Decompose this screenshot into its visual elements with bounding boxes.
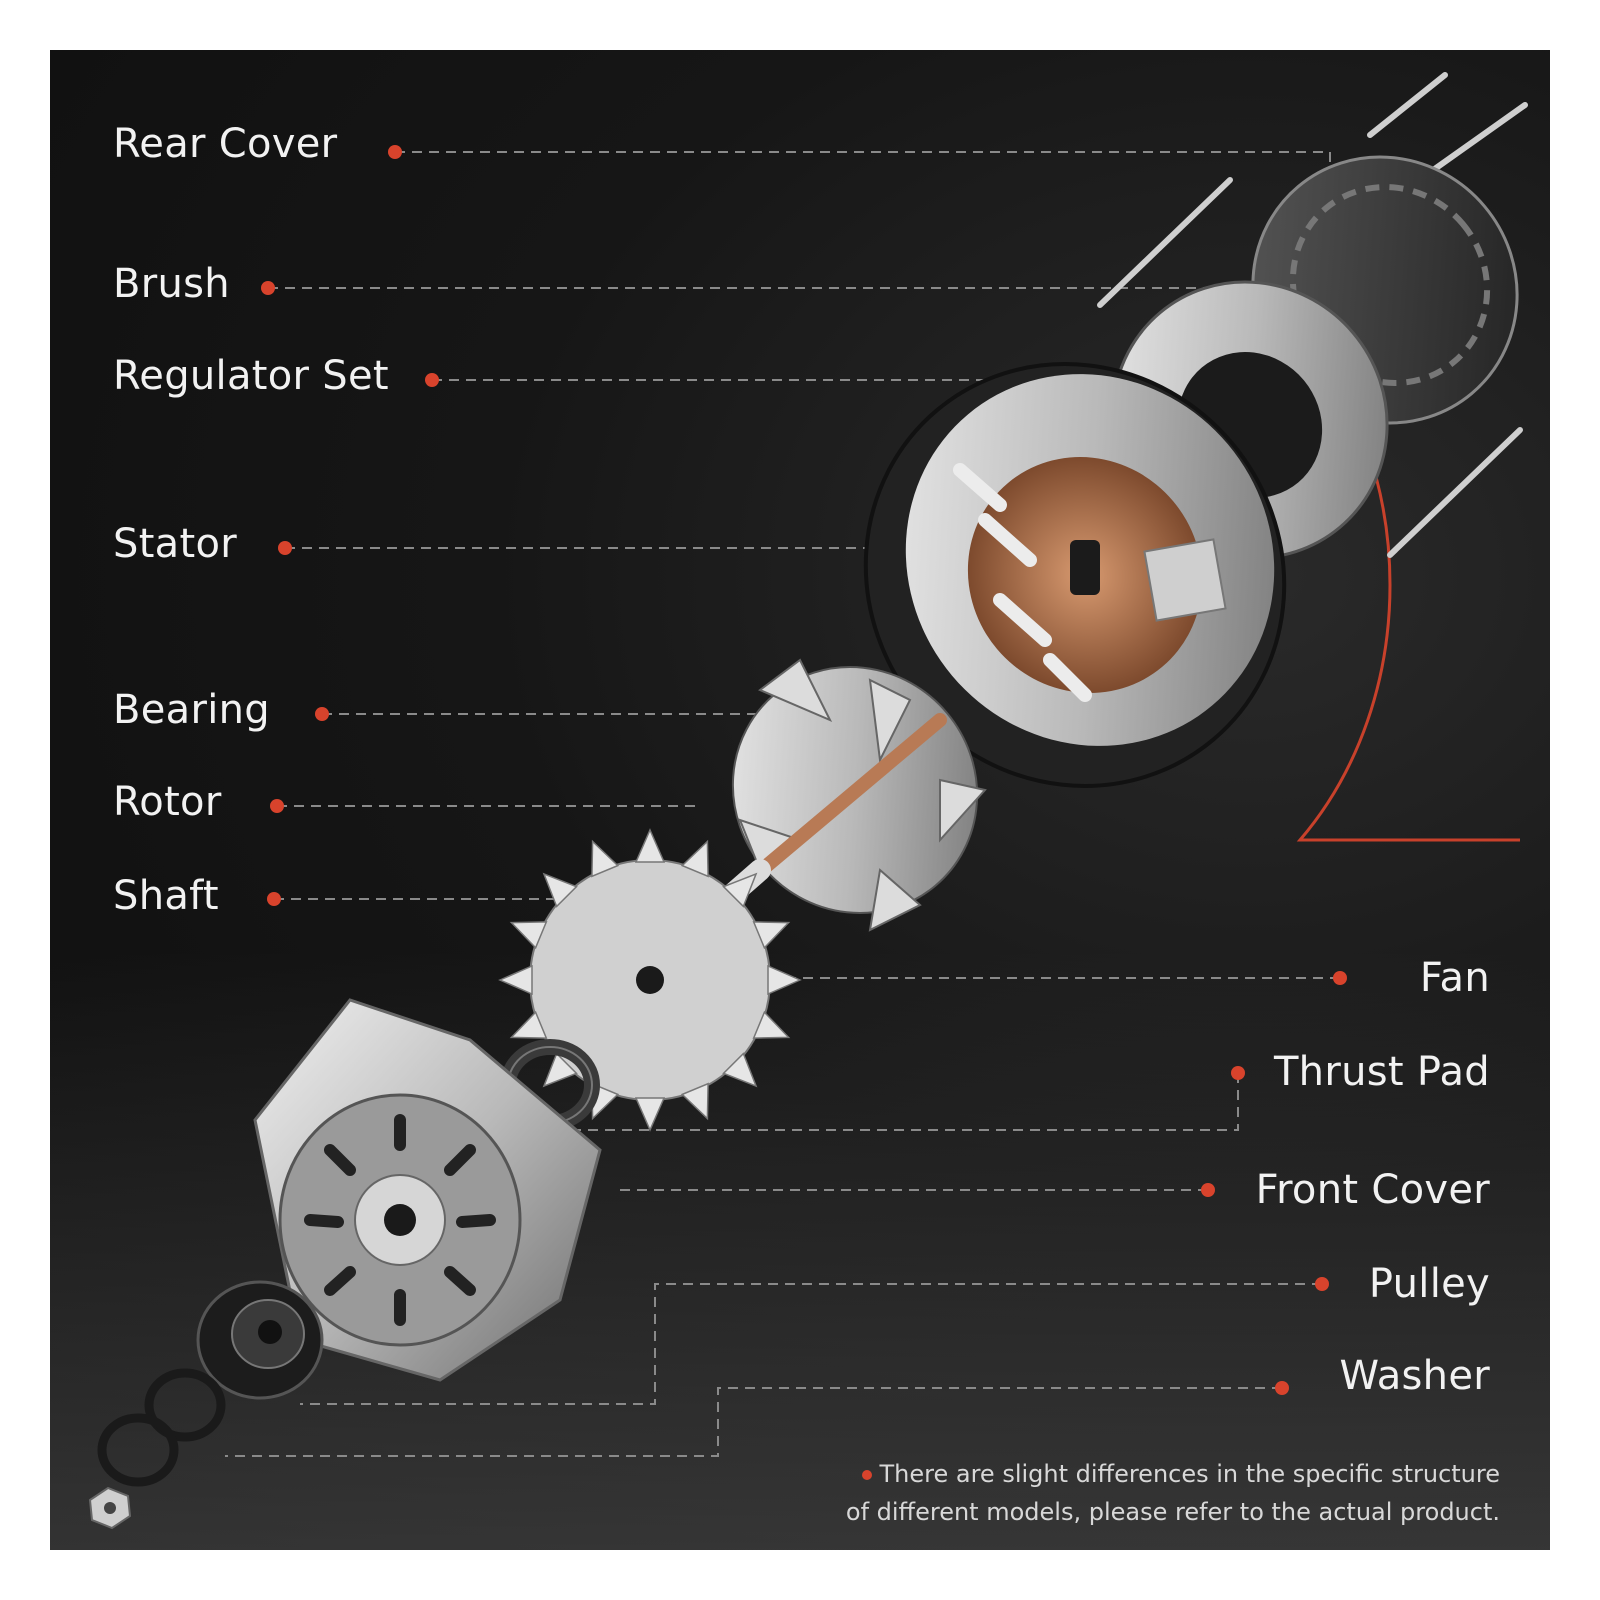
dot-pulley xyxy=(1315,1277,1329,1291)
label-brush: Brush xyxy=(113,261,230,307)
label-shaft: Shaft xyxy=(113,873,219,919)
label-washer: Washer xyxy=(1339,1353,1490,1399)
leader-thrust-pad xyxy=(570,1073,1239,1131)
label-bearing: Bearing xyxy=(113,687,270,733)
dot-rear-cover xyxy=(388,145,402,159)
dot-rotor xyxy=(270,799,284,813)
leader-washer xyxy=(225,1387,1282,1457)
leader-rear-cover xyxy=(395,151,1331,180)
pulley-part xyxy=(196,1280,324,1400)
fan-part xyxy=(498,828,802,1132)
dot-washer xyxy=(1275,1381,1289,1395)
dot-stator xyxy=(278,541,292,555)
nut-part xyxy=(88,1486,132,1530)
dot-thrust-pad xyxy=(1231,1066,1245,1080)
note-line-1: There are slight differences in the spec… xyxy=(879,1460,1501,1488)
dot-brush xyxy=(261,281,275,295)
stator-part xyxy=(863,362,1287,788)
disclaimer-note: There are slight differences in the spec… xyxy=(800,1455,1500,1531)
label-regulator-set: Regulator Set xyxy=(113,353,389,399)
label-fan: Fan xyxy=(1419,955,1490,1001)
note-line-2: of different models, please refer to the… xyxy=(845,1498,1500,1526)
dot-fan xyxy=(1333,971,1347,985)
label-rear-cover: Rear Cover xyxy=(113,121,338,167)
rotor-part xyxy=(709,658,987,932)
front-cover-part xyxy=(253,998,602,1382)
dot-shaft xyxy=(267,892,281,906)
note-bullet-icon xyxy=(861,1470,872,1480)
label-thrust-pad: Thrust Pad xyxy=(1273,1049,1490,1095)
dot-bearing xyxy=(315,707,329,721)
label-pulley: Pulley xyxy=(1368,1261,1490,1307)
washer-part xyxy=(97,1368,226,1487)
dot-regulator-set xyxy=(425,373,439,387)
label-front-cover: Front Cover xyxy=(1255,1167,1490,1213)
label-stator: Stator xyxy=(113,521,237,567)
label-rotor: Rotor xyxy=(113,779,222,825)
dot-front-cover xyxy=(1201,1183,1215,1197)
